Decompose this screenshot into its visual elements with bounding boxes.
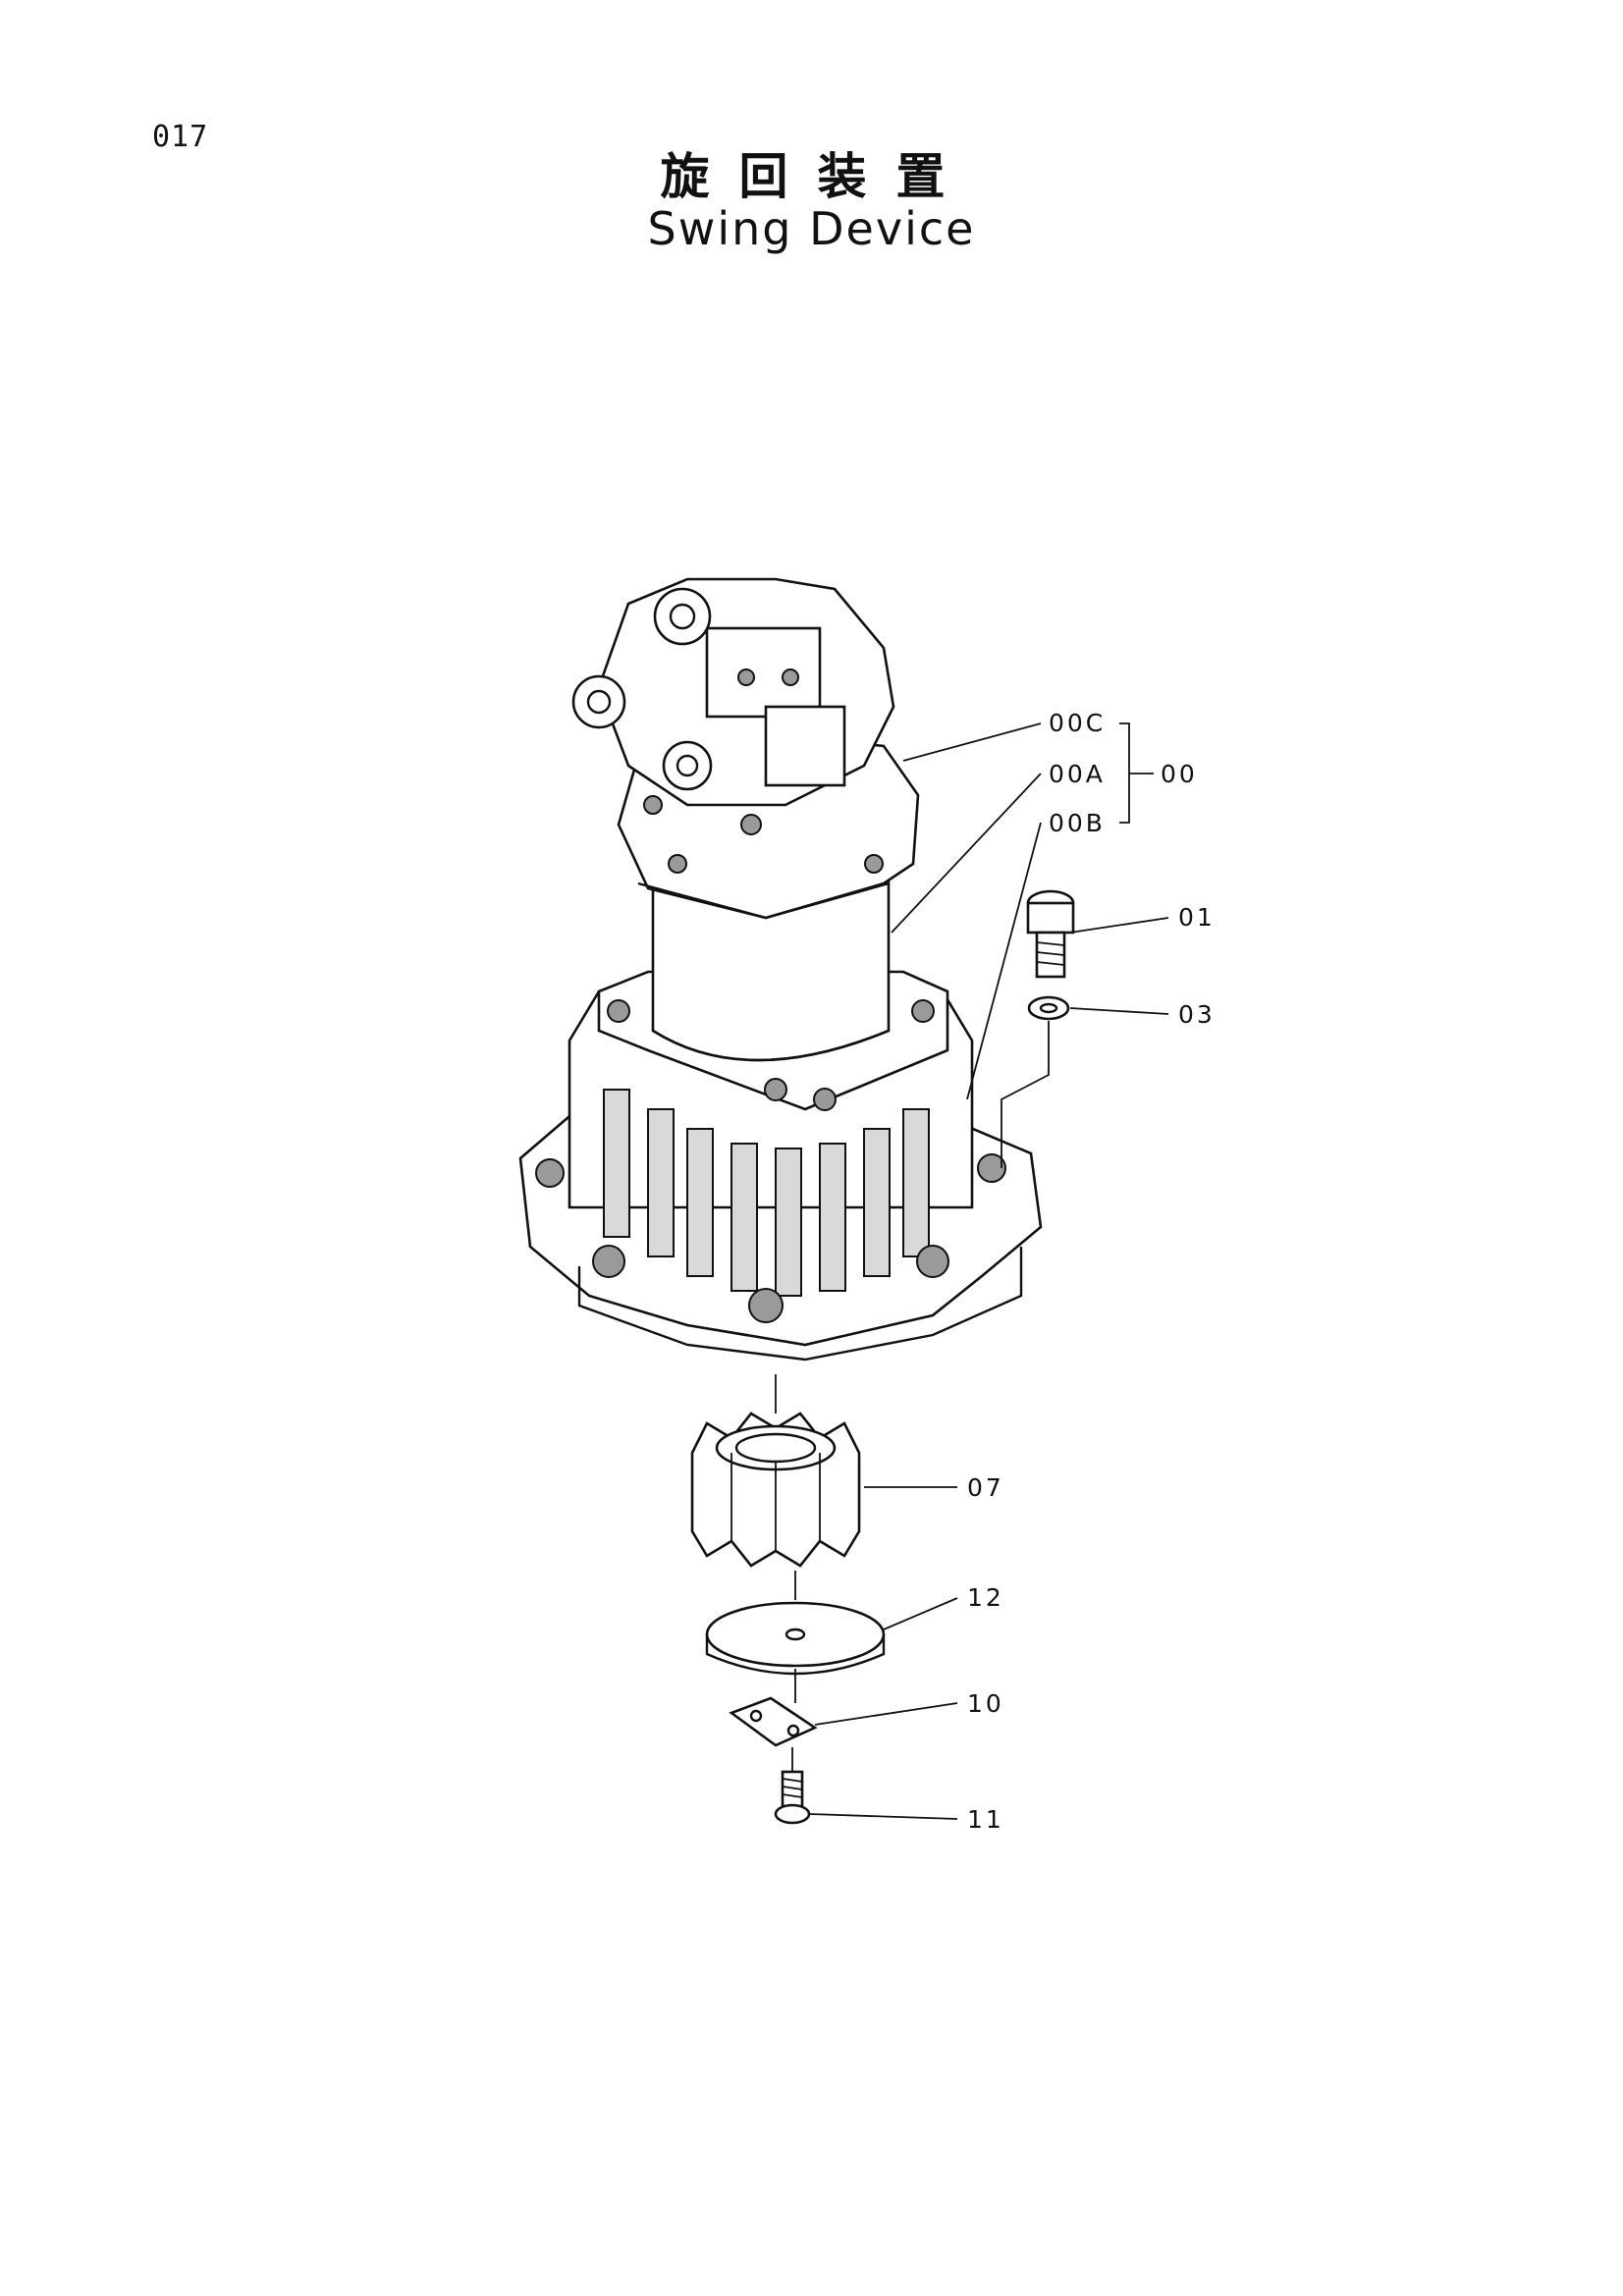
bolt-axis-line (1001, 1021, 1050, 1168)
leader-lines (809, 722, 1169, 1820)
valve-cap-side (764, 705, 846, 787)
axis-line (775, 1374, 796, 1772)
callout-00c: 00C (1049, 709, 1106, 737)
port-front (662, 740, 713, 791)
valve-cap-upper (705, 626, 822, 719)
swing-motor-assembly (518, 577, 1043, 1362)
title-english: Swing Device (647, 202, 976, 255)
bolt-01 (1026, 889, 1075, 979)
callout-00b: 00B (1049, 809, 1106, 837)
housing-bolts (535, 668, 1006, 1323)
pinion-gear (690, 1412, 861, 1568)
callout-00a: 00A (1049, 760, 1106, 788)
callout-00: 00 (1161, 760, 1198, 788)
callout-01: 01 (1178, 903, 1216, 932)
callout-11: 11 (967, 1805, 1004, 1834)
housing-ribs (603, 1089, 930, 1297)
port-top (653, 587, 712, 646)
callout-03: 03 (1178, 1000, 1216, 1029)
bolt-11 (774, 1770, 811, 1825)
port-left (571, 674, 626, 729)
callout-07: 07 (967, 1473, 1004, 1502)
callout-12: 12 (967, 1583, 1004, 1612)
page-number: 017 (152, 120, 209, 154)
thrust-plate (705, 1601, 886, 1676)
title-japanese: 旋回装置 (660, 148, 975, 205)
washer-03 (1027, 995, 1070, 1021)
lock-plate (729, 1696, 818, 1747)
callout-10: 10 (967, 1689, 1004, 1718)
